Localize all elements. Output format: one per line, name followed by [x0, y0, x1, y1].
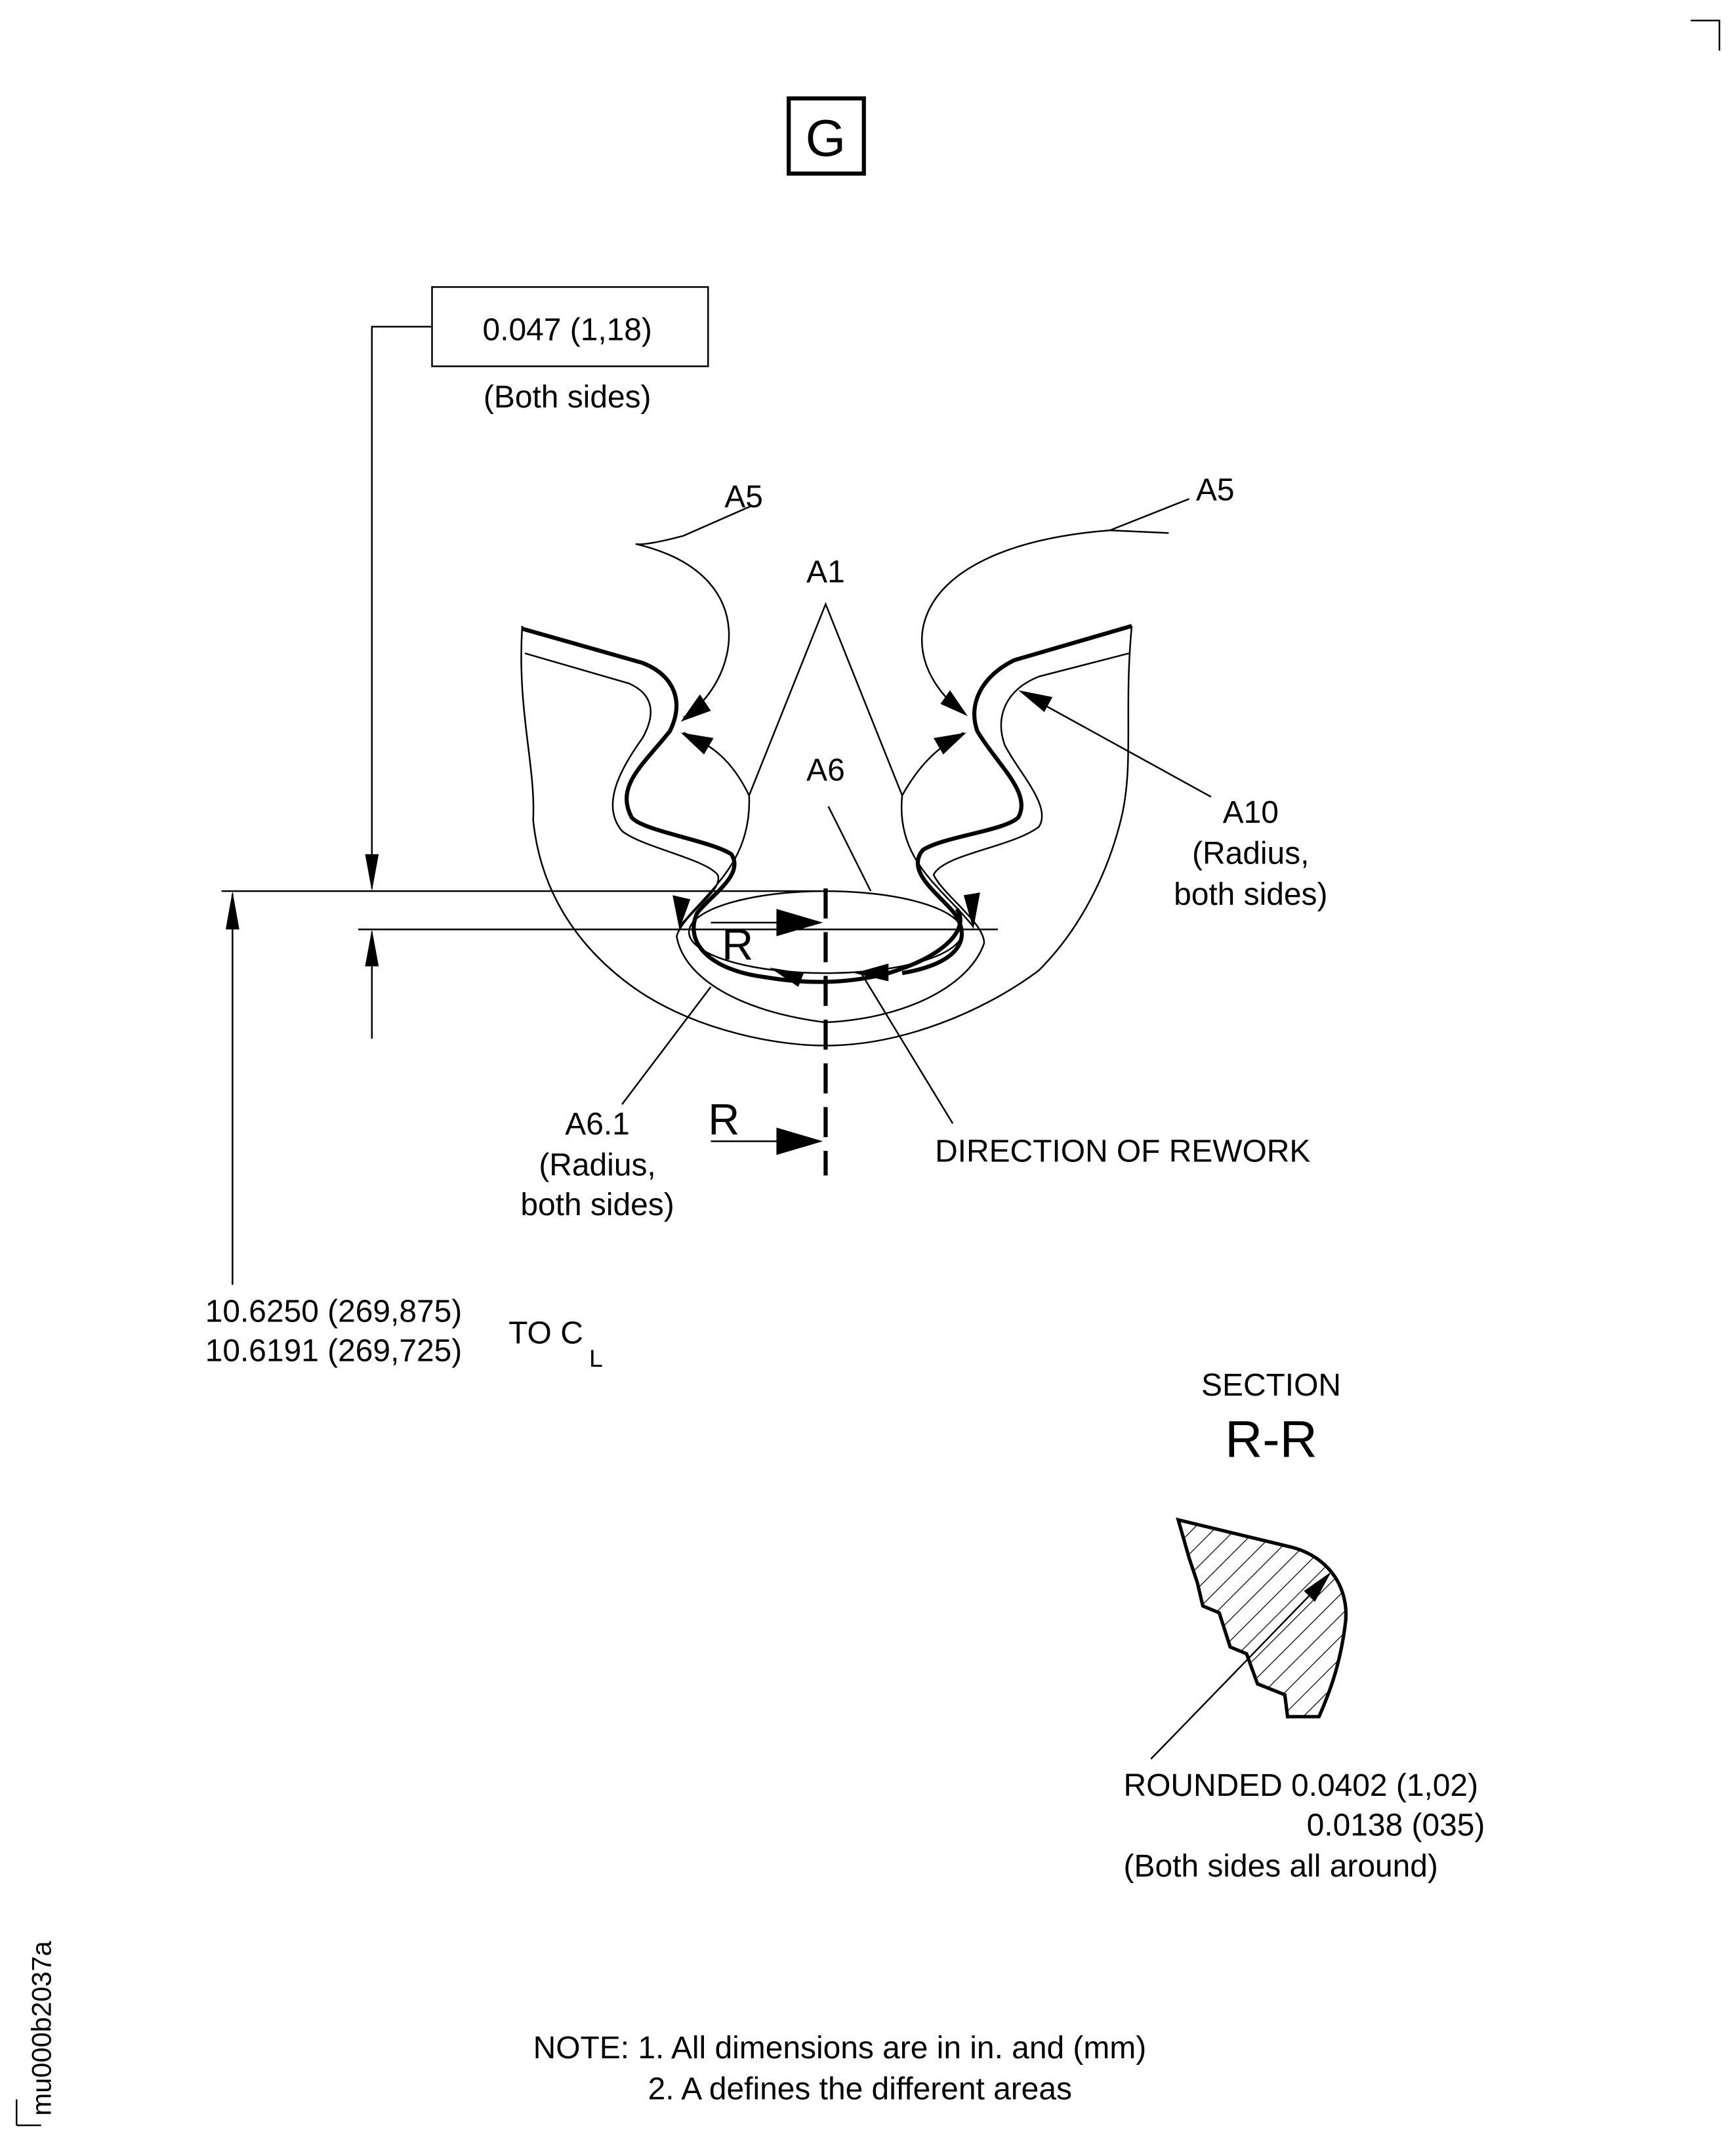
arrowhead: [365, 854, 379, 892]
direction-label: DIRECTION OF REWORK: [935, 1134, 1310, 1169]
arrowhead: [940, 690, 968, 716]
dimension-min: 10.6191 (269,725): [205, 1334, 463, 1369]
corner-mark: [1691, 19, 1721, 51]
thickness-note: (Both sides): [484, 380, 651, 415]
a5-right-leader: [920, 498, 1189, 715]
label-a6: A6: [806, 753, 845, 787]
arrowhead: [680, 732, 714, 755]
rounded-line-1: ROUNDED 0.0402 (1,02): [1124, 1768, 1478, 1803]
arrowhead: [776, 1127, 823, 1155]
corner-mark: [15, 2099, 41, 2127]
arrowhead: [1304, 1571, 1332, 1602]
a5-left-leader: [635, 505, 753, 718]
groove-profile-right: [901, 624, 1132, 976]
label-a5-right: A5: [1196, 472, 1235, 507]
groove-offset: [524, 652, 1130, 1024]
arrowhead: [365, 929, 379, 966]
centerline-symbol-c: C: [560, 1316, 583, 1351]
section-rr-hatched: [1176, 1517, 1348, 1718]
a10-leader: [1022, 692, 1212, 798]
arrowhead: [770, 967, 804, 987]
arrowhead: [854, 963, 889, 982]
label-a6-1: A6.1: [565, 1107, 630, 1142]
arrowhead: [680, 694, 711, 722]
section-marker-upper: R: [722, 921, 753, 969]
a6-leader: [827, 806, 872, 892]
rounded-line-2: 0.0138 (035): [1307, 1808, 1485, 1843]
label-a1: A1: [806, 554, 845, 589]
rounded-line-3: (Both sides all around): [1124, 1849, 1438, 1884]
centerline-symbol-l: L: [589, 1344, 603, 1372]
section-word: SECTION: [1201, 1368, 1341, 1403]
section-marker-lower: R: [708, 1096, 739, 1144]
arrowhead: [672, 895, 691, 930]
direction-leader: [860, 972, 954, 1124]
note-2: 2. A defines the different areas: [648, 2072, 1072, 2107]
extension-line: [221, 890, 998, 930]
label-a10: A10: [1223, 795, 1279, 830]
rounded-leader: [1150, 1578, 1327, 1760]
arrowhead: [225, 891, 239, 930]
arrowhead: [776, 909, 823, 936]
label-a10-sides: both sides): [1174, 877, 1327, 912]
view-label-box: [787, 96, 866, 176]
thickness-value: 0.047 (1,18): [483, 313, 652, 348]
arrowhead: [963, 892, 980, 930]
note-1: NOTE: 1. All dimensions are in in. and (…: [533, 2031, 1147, 2066]
label-a10-radius: (Radius,: [1192, 836, 1309, 871]
arrowhead: [933, 732, 966, 755]
thickness-leader: [371, 325, 432, 888]
view-label: G: [806, 108, 846, 167]
to-label: TO: [508, 1316, 552, 1351]
arrowhead: [1018, 690, 1053, 713]
label-a6-1-radius: (Radius,: [539, 1148, 655, 1182]
a1-leader: [678, 602, 974, 928]
section-name: R-R: [1225, 1410, 1317, 1468]
drawing-id: mu000b2037a: [26, 1940, 56, 2115]
a6-1-leader: [621, 986, 712, 1105]
dimension-max: 10.6250 (269,875): [205, 1294, 463, 1329]
label-a6-1-sides: both sides): [520, 1188, 674, 1222]
